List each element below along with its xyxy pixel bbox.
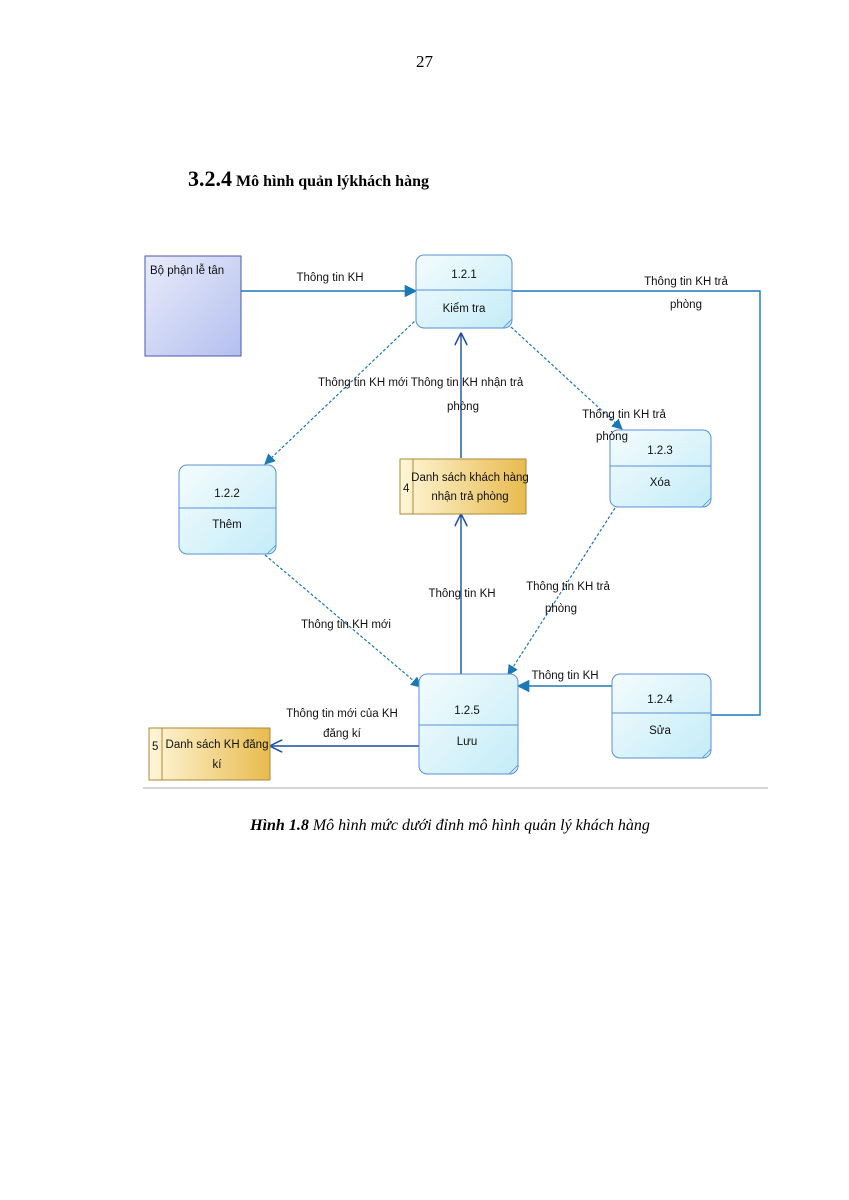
process-name: Sửa (649, 725, 671, 737)
store-name: Danh sách KH đăng (166, 739, 269, 751)
process-id: 1.2.4 (647, 694, 673, 706)
process-1-2-2: 1.2.2 Thêm (178, 464, 277, 555)
process-name: Thêm (212, 519, 241, 531)
caption-text: Mô hình mức dưới đỉnh mô hình quản lý kh… (308, 817, 650, 834)
flow-line (264, 317, 419, 465)
flow-label: Thông tin KH trả (644, 276, 728, 288)
process-name: Kiểm tra (443, 303, 486, 315)
flow-label: Thông tin mới của KH (286, 708, 398, 720)
figure-caption: Hình 1.8 Mô hình mức dưới đỉnh mô hình q… (0, 817, 849, 835)
process-1-2-5: 1.2.5 Lưu (418, 673, 519, 775)
store-id: 5 (152, 741, 158, 753)
store-name: Danh sách khách hàng (411, 472, 529, 484)
store-name: kí (213, 759, 223, 771)
page-number: 27 (416, 52, 433, 71)
flow-label: phòng (596, 431, 628, 443)
flow-line (512, 290, 761, 716)
process-1-2-4: 1.2.4 Sửa (611, 673, 712, 759)
process-id: 1.2.3 (647, 445, 673, 457)
process-name: Xóa (650, 477, 671, 489)
flow-label: phòng (670, 299, 702, 311)
flow-line (510, 326, 623, 430)
flow-line (507, 507, 616, 676)
section-heading: 3.2.4 Mô hình quản lýkhách hàng (188, 166, 429, 192)
process-id: 1.2.2 (214, 488, 240, 500)
flow-label: Thông tin KH nhận trả (411, 377, 524, 389)
flow-label: Thông tin KH (531, 670, 598, 682)
flow-label: Thông tin KH (428, 588, 495, 600)
flow-label: Thông tin KH mới (301, 619, 391, 631)
flow-line (264, 554, 422, 688)
data-store-4: 4 Danh sách khách hàng nhận trả phòng (399, 458, 529, 515)
data-store-5: 5 Danh sách KH đăng kí (148, 727, 271, 781)
external-entity: Bộ phận lễ tân (144, 255, 242, 357)
section-title: Mô hình quản lýkhách hàng (236, 173, 429, 190)
section-number: 3.2.4 (188, 166, 232, 191)
process-id: 1.2.5 (454, 705, 480, 717)
entity-name: Bộ phận lễ tân (150, 264, 224, 277)
flow-label: phòng (545, 603, 577, 615)
process-name: Lưu (457, 736, 478, 748)
process-1-2-3: 1.2.3 Xóa (609, 429, 712, 508)
flow-label: Thông tin KH trả (526, 581, 610, 593)
process-1-2-1: 1.2.1 Kiểm tra (415, 254, 513, 329)
flow-label: đăng kí (323, 728, 362, 740)
flow-label: Thông tin KH trả (582, 409, 666, 421)
flow-label: Thông tin KH mới (318, 377, 408, 389)
store-id: 4 (403, 483, 410, 495)
store-name: nhận trả phòng (431, 491, 508, 503)
flow-label: Thông tin KH (296, 272, 363, 284)
flow-label: phòng (447, 401, 479, 413)
caption-label: Hình 1.8 (250, 817, 309, 834)
process-id: 1.2.1 (451, 269, 477, 281)
